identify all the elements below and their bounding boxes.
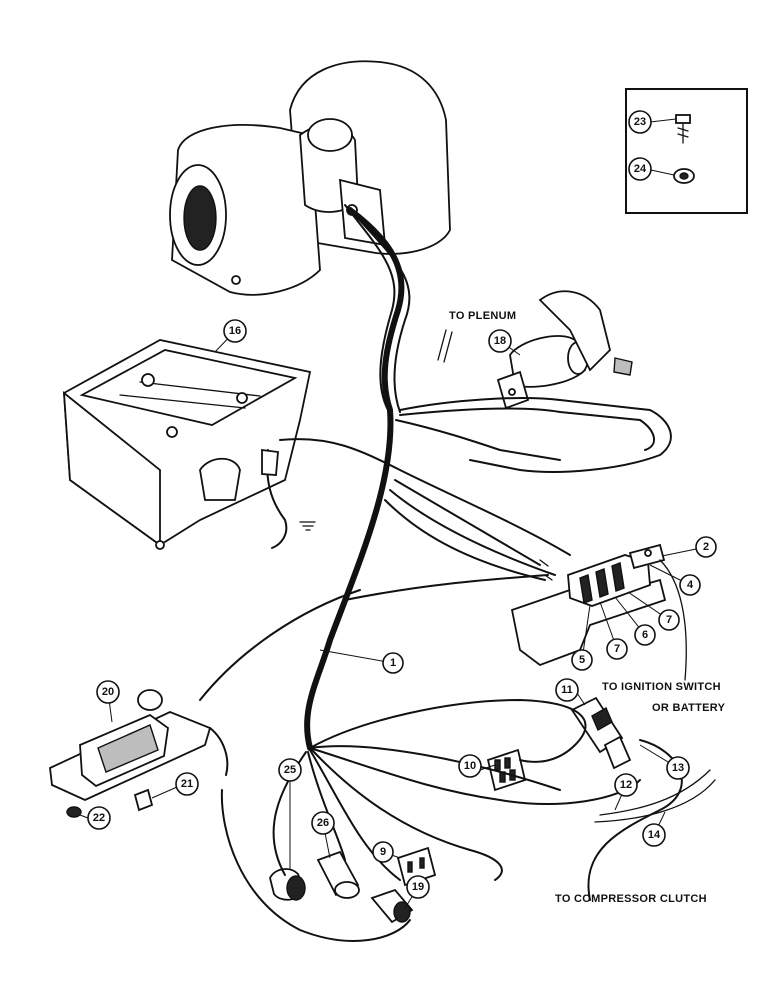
callout-14: 14 [642, 823, 666, 847]
callout-9: 9 [372, 841, 394, 863]
or-battery-label: OR BATTERY [652, 702, 726, 714]
svg-text:1: 1 [390, 657, 396, 669]
callout-12: 12 [614, 773, 638, 797]
hardware-inset-box [625, 88, 748, 214]
callout-2: 2 [695, 536, 717, 558]
to-plenum-label: TO PLENUM [449, 310, 516, 322]
svg-text:18: 18 [494, 335, 506, 347]
nut-24 [650, 168, 695, 184]
svg-text:13: 13 [672, 762, 684, 774]
svg-text:23: 23 [634, 116, 646, 128]
svg-text:2: 2 [703, 541, 709, 553]
svg-text:14: 14 [648, 829, 661, 841]
ground-symbol [299, 521, 316, 531]
callout-24: 24 [628, 157, 652, 181]
screw-22 [66, 806, 89, 819]
thermostat-18 [496, 290, 633, 410]
svg-text:11: 11 [561, 684, 573, 696]
callout-10: 10 [458, 754, 482, 778]
callout-23: 23 [628, 110, 652, 134]
callout-6: 6 [634, 624, 656, 646]
callout-16: 16 [223, 319, 247, 343]
callout-25: 25 [278, 758, 302, 782]
thermostat-control-20 [49, 689, 212, 801]
callout-5: 5 [571, 649, 593, 671]
callout-4: 4 [679, 574, 701, 596]
callout-1: 1 [382, 652, 404, 674]
svg-text:16: 16 [229, 325, 241, 337]
callout-19: 19 [406, 875, 430, 899]
callout-20: 20 [96, 680, 120, 704]
callout-11: 11 [555, 678, 579, 702]
fuse-holder-26 [316, 850, 360, 899]
wiring [199, 204, 716, 942]
svg-text:19: 19 [412, 881, 424, 893]
svg-text:26: 26 [317, 817, 329, 829]
callout-13: 13 [666, 756, 690, 780]
svg-text:7: 7 [666, 614, 672, 626]
to-ignition-switch-label: TO IGNITION SWITCH [602, 681, 721, 693]
relay-block-bracket [510, 543, 667, 667]
callout-22: 22 [87, 806, 111, 830]
svg-text:10: 10 [464, 760, 476, 772]
connector-9 [396, 846, 437, 887]
svg-text:20: 20 [102, 686, 114, 698]
callout-7b: 7 [606, 638, 628, 660]
bolt-23 [649, 114, 691, 144]
svg-text:6: 6 [642, 629, 648, 641]
svg-text:12: 12 [620, 779, 632, 791]
evaporator-box-16 [62, 339, 312, 550]
svg-text:21: 21 [181, 778, 193, 790]
svg-text:7: 7 [614, 643, 620, 655]
callout-26: 26 [311, 811, 335, 835]
svg-text:9: 9 [380, 846, 386, 858]
blower-motor-assembly [169, 60, 451, 296]
svg-text:24: 24 [634, 163, 647, 175]
svg-text:25: 25 [284, 764, 296, 776]
fan-switch-11 [570, 696, 632, 770]
svg-text:5: 5 [579, 654, 585, 666]
circuit-breaker-25 [269, 868, 306, 901]
callout-7a: 7 [658, 609, 680, 631]
callout-18: 18 [488, 329, 512, 353]
callout-21: 21 [175, 772, 199, 796]
svg-text:22: 22 [93, 812, 105, 824]
screw-21 [133, 786, 178, 812]
svg-text:4: 4 [687, 579, 694, 591]
to-compressor-clutch-label: TO COMPRESSOR CLUTCH [555, 893, 707, 905]
